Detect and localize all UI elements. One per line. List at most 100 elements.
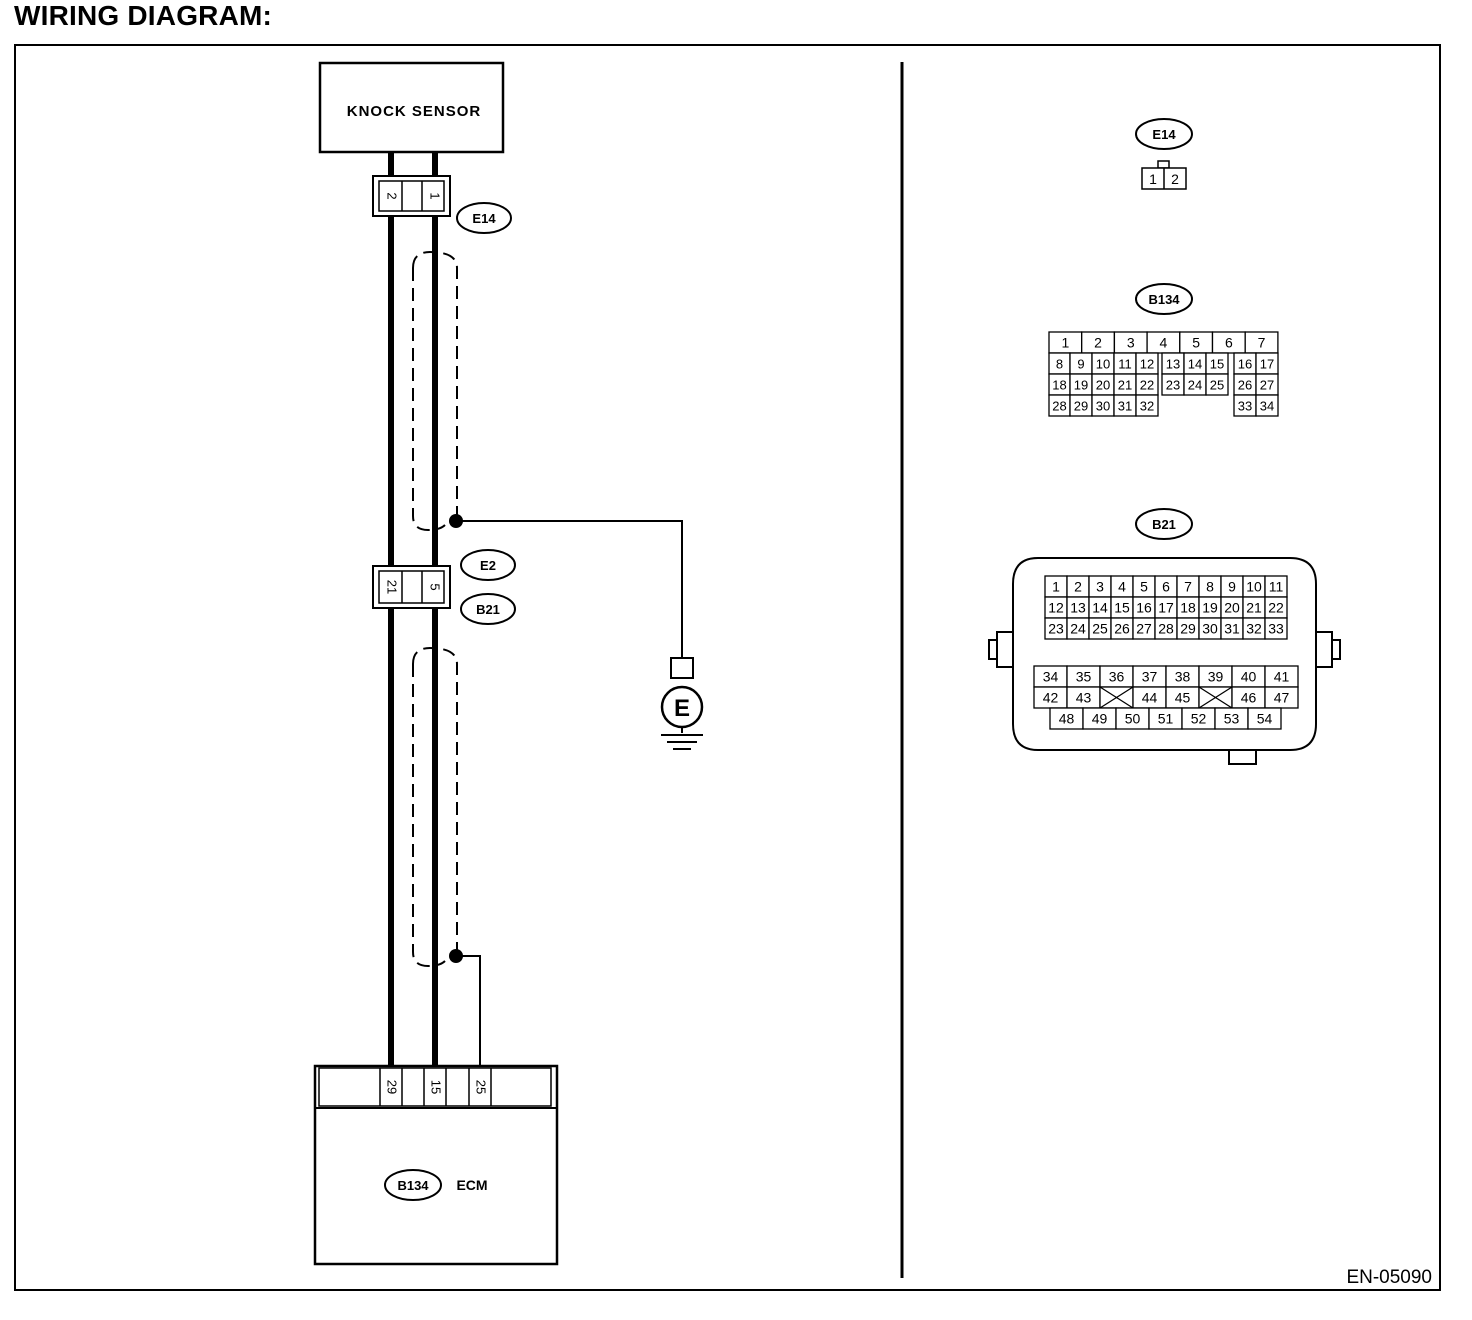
b134-pin: 20 — [1096, 378, 1110, 393]
diagram-frame — [14, 44, 1441, 1291]
b134-pin: 32 — [1140, 399, 1154, 414]
b21-pin: 17 — [1158, 600, 1174, 616]
b134-pin: 21 — [1118, 378, 1132, 393]
b21-pin: 20 — [1224, 600, 1240, 616]
b134-pin: 33 — [1238, 399, 1252, 414]
b134-pin: 25 — [1210, 378, 1224, 393]
b134-cell — [1205, 373, 1229, 396]
b21-pin: 8 — [1206, 579, 1214, 595]
b21-pin: 49 — [1092, 711, 1108, 727]
b134-pin: 8 — [1056, 357, 1063, 372]
b21-pin: 13 — [1070, 600, 1086, 616]
b134-pin: 6 — [1225, 335, 1233, 351]
ecm-pin-29: 29 — [385, 1080, 400, 1094]
b134-pin: 13 — [1166, 357, 1180, 372]
b21-pin: 54 — [1257, 711, 1273, 727]
shield-drain-wire — [456, 955, 481, 1068]
b134-pin: 12 — [1140, 357, 1154, 372]
svg-text:B21: B21 — [476, 602, 500, 617]
b134-pin: 30 — [1096, 399, 1110, 414]
e14-pin-1: 1 — [428, 192, 443, 199]
svg-text:E14: E14 — [1152, 127, 1176, 142]
b21-pin: 51 — [1158, 711, 1174, 727]
ground-e-label: E — [674, 695, 690, 722]
b134-pin: 1 — [1061, 335, 1069, 351]
b21-cell — [1247, 707, 1282, 730]
b21-pin: 36 — [1109, 669, 1125, 685]
b134-pin: 3 — [1127, 335, 1135, 351]
b21-pin: 6 — [1162, 579, 1170, 595]
b134-pin: 22 — [1140, 378, 1154, 393]
b21-pin: 46 — [1241, 690, 1257, 706]
b21-blank-cross — [1099, 686, 1134, 709]
b21-pin: 25 — [1092, 621, 1108, 637]
shield-lower — [412, 646, 458, 968]
b134-pin: 2 — [1094, 335, 1102, 351]
b134-pin: 16 — [1238, 357, 1252, 372]
b21-pin: 53 — [1224, 711, 1240, 727]
b21-pin-5: 5 — [428, 583, 443, 590]
b134-pin: 29 — [1074, 399, 1088, 414]
shield-upper — [412, 250, 458, 532]
b21-pin: 52 — [1191, 711, 1207, 727]
b21-pin: 38 — [1175, 669, 1191, 685]
ecm-connector-label: B134 — [397, 1178, 429, 1193]
label-e2: E2 — [460, 549, 516, 581]
b134-pin: 19 — [1074, 378, 1088, 393]
connector-b21: 21 5 — [372, 565, 451, 609]
ground-wire — [456, 520, 683, 658]
b21-pin: 16 — [1136, 600, 1152, 616]
b21-pin: 43 — [1076, 690, 1092, 706]
b21-pin: 31 — [1224, 621, 1240, 637]
b134-pin: 11 — [1118, 357, 1132, 372]
b21-pin: 19 — [1202, 600, 1218, 616]
ecm-connector-badge — [384, 1169, 442, 1201]
b21-pin: 9 — [1228, 579, 1236, 595]
page-title: WIRING DIAGRAM: — [14, 0, 273, 31]
ecm-pin-25: 25 — [474, 1080, 489, 1094]
b134-pin: 4 — [1160, 335, 1168, 351]
b134-pin: 34 — [1260, 399, 1274, 414]
b134-pin: 28 — [1052, 399, 1066, 414]
figure-code: EN-05090 — [1346, 1267, 1432, 1288]
b21-cell — [1264, 617, 1288, 640]
e14-pin-2: 2 — [385, 192, 400, 199]
svg-text:2: 2 — [1171, 171, 1179, 187]
ecm-label: ECM — [456, 1177, 487, 1193]
label-b21: B21 — [460, 593, 516, 625]
svg-text:1: 1 — [1149, 171, 1157, 187]
b21-pin: 40 — [1241, 669, 1257, 685]
ecm: 29 15 25 B134 ECM — [313, 1064, 559, 1266]
b21-pin: 47 — [1274, 690, 1290, 706]
b21-pin: 12 — [1048, 600, 1064, 616]
connector-e14: 2 1 — [372, 175, 451, 217]
b21-pin: 37 — [1142, 669, 1158, 685]
b21-pin: 7 — [1184, 579, 1192, 595]
b134-pin: 15 — [1210, 357, 1224, 372]
b21-pin: 42 — [1043, 690, 1059, 706]
b134-pin: 10 — [1096, 357, 1110, 372]
svg-text:B134: B134 — [1148, 292, 1180, 307]
b21-pin: 30 — [1202, 621, 1218, 637]
b21-pin: 50 — [1125, 711, 1141, 727]
b21-pin: 23 — [1048, 621, 1064, 637]
b21-pin: 33 — [1268, 621, 1284, 637]
knock-sensor-label: KNOCK SENSOR — [347, 103, 482, 120]
b21-pin: 45 — [1175, 690, 1191, 706]
ecm-pin-15: 15 — [429, 1080, 444, 1094]
b21-pin: 48 — [1059, 711, 1075, 727]
b134-pin: 14 — [1188, 357, 1202, 372]
b21-pin: 29 — [1180, 621, 1196, 637]
b21-pin: 1 — [1052, 579, 1060, 595]
b134-pin: 9 — [1077, 357, 1084, 372]
b21-pin: 44 — [1142, 690, 1158, 706]
svg-text:B21: B21 — [1152, 517, 1176, 532]
b134-pin: 27 — [1260, 378, 1274, 393]
b21-pin: 11 — [1269, 579, 1284, 595]
b21-pin: 21 — [1246, 600, 1262, 616]
b134-pin: 31 — [1118, 399, 1132, 414]
b21-pin: 41 — [1274, 669, 1290, 685]
